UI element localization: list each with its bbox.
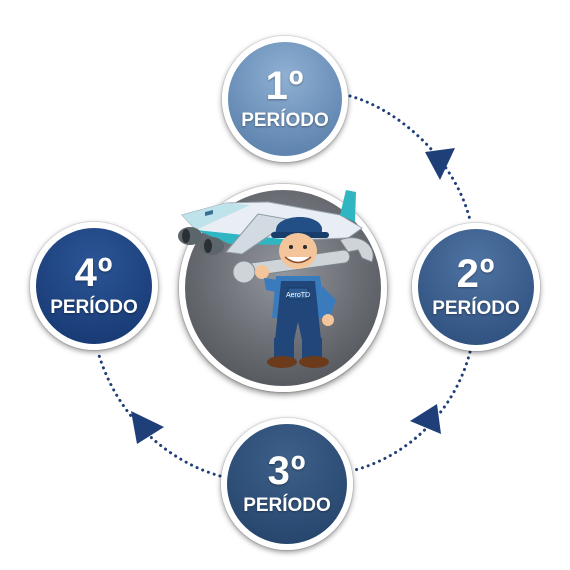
arrowhead-3-to-4 [131, 411, 164, 444]
period-4-circle: 4º PERÍODO [30, 222, 158, 350]
period-2-number: 2º [456, 252, 496, 296]
period-1-number: 1º [265, 64, 305, 108]
period-4-label: PERÍODO [50, 297, 138, 318]
period-1-circle: 1º PERÍODO [222, 36, 348, 162]
arrowhead-1-to-2 [425, 148, 455, 180]
period-4-number: 4º [74, 251, 114, 295]
arrow-2-to-3 [353, 350, 472, 472]
airplane-icon [178, 190, 363, 255]
arrowhead-2-to-3 [410, 404, 441, 434]
uniform-badge-text: AeroTD [286, 292, 310, 299]
arrow-1-to-2 [348, 94, 472, 222]
mechanic-icon: AeroTD [255, 216, 336, 368]
period-1-label: PERÍODO [241, 110, 329, 131]
period-3-circle: 3º PERÍODO [221, 418, 353, 550]
period-3-label: PERÍODO [243, 495, 331, 516]
period-3-number: 3º [267, 449, 307, 493]
period-2-circle: 2º PERÍODO [412, 223, 540, 351]
period-2-label: PERÍODO [432, 298, 520, 319]
